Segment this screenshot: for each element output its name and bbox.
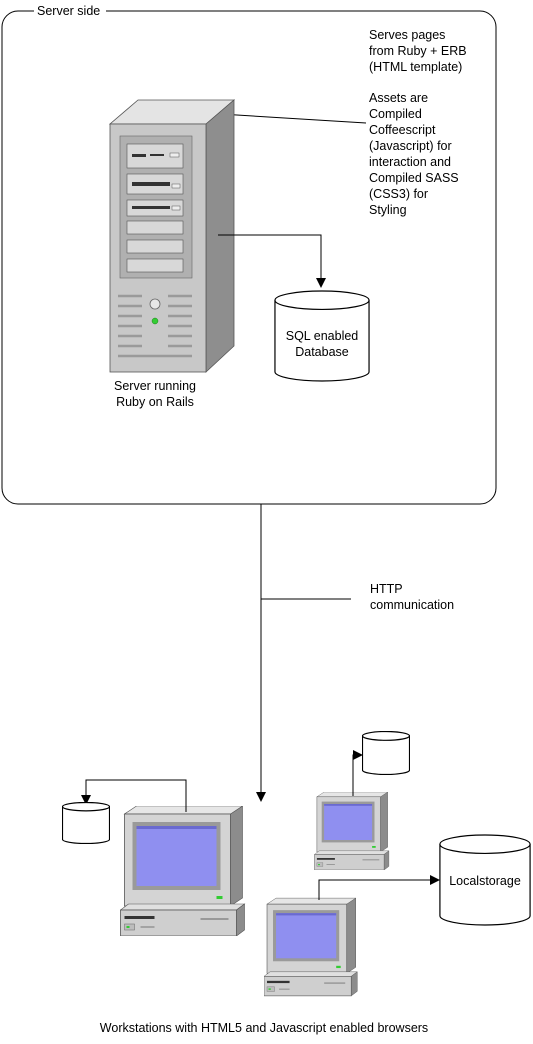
assets-note-line: Coffeescript [369,123,436,137]
workstation-computer-icon [120,806,246,936]
assets-note-line: (CSS3) for [369,187,428,201]
server-label: Server running Ruby on Rails [114,379,196,409]
server-label-line: Server running [114,379,196,393]
assets-note-line: (Javascript) for [369,139,452,153]
serves-note-line: Serves pages [369,28,445,42]
workstation-to-storage-arrow [352,750,363,796]
workstation-computer-icon [314,792,390,870]
database-label-line: SQL enabled [286,329,359,343]
http-label-line: communication [370,598,454,612]
serves-note: Serves pages from Ruby + ERB (HTML templ… [369,28,467,74]
server-to-database-arrow [218,234,326,288]
local-database-icon [62,802,110,844]
server-side-group: Server side [1,4,497,505]
http-label-line: HTTP [370,582,403,596]
serves-note-line: (HTML template) [369,60,462,74]
local-database-icon [362,731,410,775]
workstations-caption: Workstations with HTML5 and Javascript e… [100,1021,428,1035]
workstation-to-storage-arrow [81,779,187,812]
serves-note-line: from Ruby + ERB [369,44,467,58]
assets-note-line: Assets are [369,91,428,105]
database-label-line: Database [295,345,349,359]
workstation-computer-icon [264,897,358,997]
localstorage-label: Localstorage [449,874,521,888]
assets-note-line: Compiled SASS [369,171,459,185]
assets-note-line: Styling [369,203,407,217]
server-label-line: Ruby on Rails [116,395,194,409]
assets-note-line: Compiled [369,107,422,121]
assets-note-line: interaction and [369,155,451,169]
server-tower-icon [108,99,236,373]
server-side-label: Server side [37,4,100,18]
assets-note: Assets are Compiled Coffeescript (Javasc… [369,91,459,217]
workstation-to-localstorage-arrow [318,875,440,900]
